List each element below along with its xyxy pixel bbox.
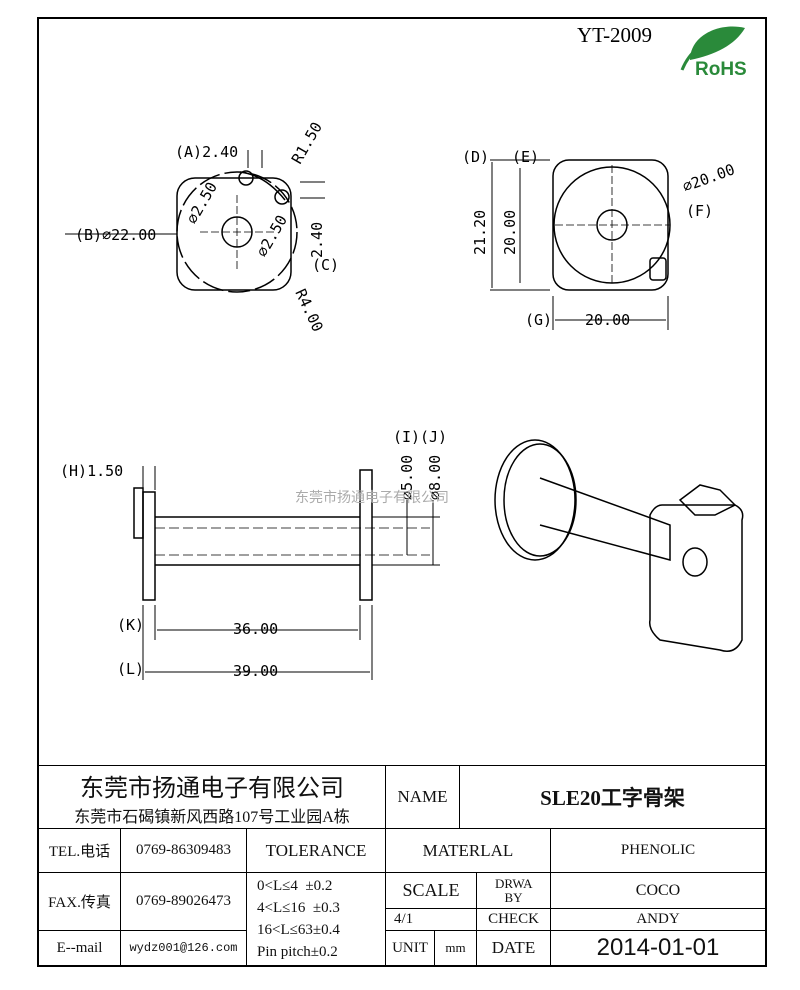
- dim-g: (G): [525, 311, 552, 329]
- rohs-logo: RoHS: [680, 26, 747, 80]
- dim-height-21: 21.20: [471, 210, 489, 255]
- fax-label: FAX.传真: [38, 872, 121, 931]
- scale-label: SCALE: [385, 872, 477, 909]
- svg-text:RoHS: RoHS: [695, 59, 747, 80]
- dim-b: (B)⌀22.00: [75, 226, 156, 244]
- company-cell: 东莞市扬通电子有限公司 东莞市石碣镇新风西路107号工业园A栋: [38, 765, 386, 829]
- dim-d: (D): [462, 148, 489, 166]
- dim-e: (E): [512, 148, 539, 166]
- side-view: [133, 466, 440, 680]
- dim-i: (I): [393, 428, 420, 446]
- dim-c-value: 2.40: [308, 222, 326, 258]
- email-value: wydz001@126.com: [120, 930, 247, 966]
- dim-r4: R4.00: [291, 286, 326, 335]
- dim-l-value: 39.00: [233, 662, 278, 680]
- tolerance-row: 4<L≤16 ±0.3: [257, 900, 340, 916]
- date-value: 2014-01-01: [550, 930, 766, 966]
- dim-j-value: ⌀8.00: [426, 455, 444, 500]
- drawn-by-label: DRWA BY: [476, 872, 551, 909]
- dim-l: (L): [117, 660, 144, 678]
- dim-d2: ⌀2.50: [253, 212, 291, 260]
- tolerance-row: Pin pitch±0.2: [257, 944, 338, 960]
- tel-label: TEL.电话: [38, 828, 121, 873]
- isometric-view: [494, 439, 744, 652]
- top-view-right: [490, 159, 671, 330]
- sheet-border: [37, 17, 767, 967]
- dim-r1: R1.50: [288, 119, 326, 167]
- dim-height-20: 20.00: [501, 210, 519, 255]
- dim-c: (C): [312, 256, 339, 274]
- watermark: 东莞市扬通电子有限公司: [295, 489, 449, 506]
- fax-value: 0769-89026473: [120, 872, 247, 931]
- name-label: NAME: [385, 765, 460, 829]
- date-label: DATE: [476, 930, 551, 966]
- tolerance-label: TOLERANCE: [246, 828, 386, 873]
- dim-d1: ⌀2.50: [183, 179, 221, 227]
- dim-a: (A)2.40: [175, 143, 238, 161]
- part-name: SLE20工字骨架: [459, 765, 766, 829]
- tolerance-row: 0<L≤4 ±0.2: [257, 878, 333, 894]
- tolerance-table: 0<L≤4 ±0.2 4<L≤16 ±0.3 16<L≤63±0.4 Pin p…: [246, 872, 386, 966]
- unit-value: mm: [434, 930, 477, 966]
- check-label: CHECK: [476, 908, 551, 931]
- company-address: 东莞市石碣镇新风西路107号工业园A栋: [74, 808, 350, 826]
- dim-k: (K): [117, 616, 144, 634]
- company-name: 东莞市扬通电子有限公司: [80, 775, 344, 802]
- drawing-number: YT-2009: [577, 23, 652, 47]
- dim-f: (F): [686, 202, 713, 220]
- email-label: E--mail: [38, 930, 121, 966]
- top-view-left: [65, 150, 325, 293]
- dim-width-20: 20.00: [585, 311, 630, 329]
- material-label: MATERLAL: [385, 828, 551, 873]
- material-value: PHENOLIC: [550, 828, 766, 873]
- dim-h: (H)1.50: [60, 462, 123, 480]
- dim-i-value: ⌀5.00: [398, 455, 416, 500]
- tolerance-row: 16<L≤63±0.4: [257, 922, 340, 938]
- check-value: ANDY: [550, 908, 766, 931]
- drawn-by-value: COCO: [550, 872, 766, 909]
- unit-label: UNIT: [385, 930, 435, 966]
- dim-j: (J): [420, 428, 447, 446]
- dim-diameter-20: ⌀20.00: [680, 160, 737, 195]
- tel-value: 0769-86309483: [120, 828, 247, 873]
- scale-value: 4/1: [385, 908, 477, 931]
- dim-k-value: 36.00: [233, 620, 278, 638]
